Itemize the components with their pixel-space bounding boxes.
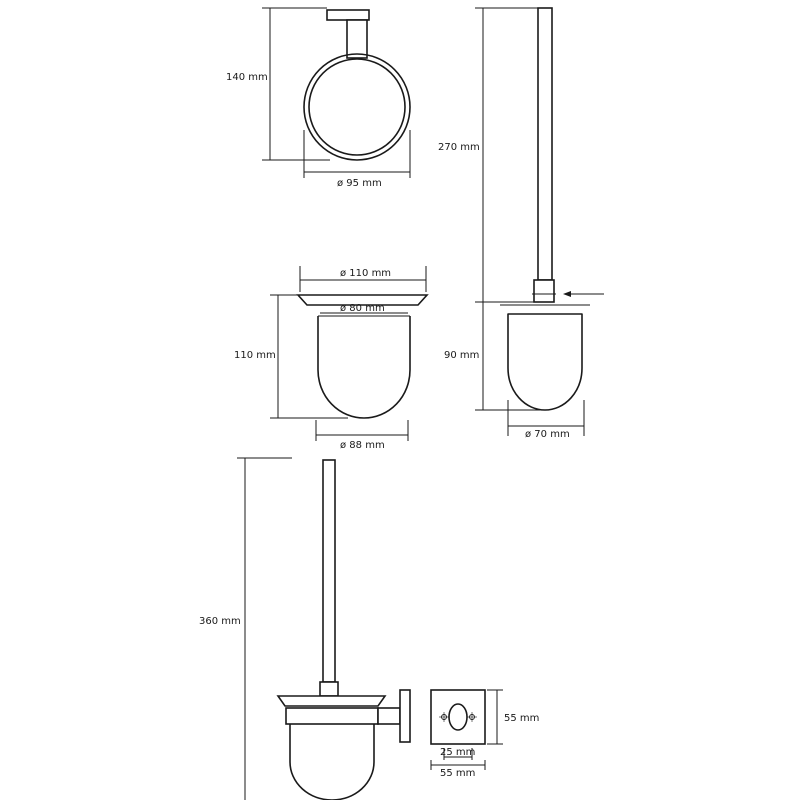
wall-plate-view: 55 mm 25 mm 55 mm [430,689,539,779]
ring-inner [308,58,406,156]
cup-view: ø 110 mm ø 80 mm 110 mm ø 88 mm [234,266,429,451]
brush-view: 270 mm 90 mm ø 70 mm [438,7,604,440]
label-90mm: 90 mm [444,350,479,361]
label-95mm: ø 95 mm [337,178,382,189]
label-270mm: 270 mm [438,142,480,153]
label-110mm-dia: ø 110 mm [340,268,391,279]
label-80mm-dia: ø 80 mm [340,303,385,314]
screw-hole-right-icon [467,712,477,722]
screw-hole-left-icon [439,712,449,722]
label-55mm-height: 55 mm [504,713,539,724]
assembly-holder-ring [285,707,379,725]
label-360mm: 360 mm [199,616,241,627]
assembled-view: 360 mm [199,457,411,800]
label-88mm-dia: ø 88 mm [340,440,385,451]
assembly-cup-rim [276,695,387,707]
label-25mm: 25 mm [440,747,475,758]
assembly-collar [319,681,339,697]
assembly-cup-body [289,724,375,800]
label-55mm-width: 55 mm [440,768,475,779]
brush-handle [537,7,553,281]
ring-outer [303,53,411,161]
ring-holder-view: 140 mm ø 95 mm [226,7,411,189]
arrow-icon [563,291,571,297]
brush-head [507,313,583,411]
assembly-arm [377,707,401,725]
ring-wall-mount [326,9,370,21]
brush-collar [533,279,555,303]
cup-rim [296,294,429,306]
assembly-wall-plate [399,689,411,743]
label-110mm-height: 110 mm [234,350,276,361]
label-140mm: 140 mm [226,72,268,83]
label-70mm-dia: ø 70 mm [525,429,570,440]
assembly-handle [322,459,336,683]
cup-body [317,316,411,419]
ring-stem [346,19,368,59]
